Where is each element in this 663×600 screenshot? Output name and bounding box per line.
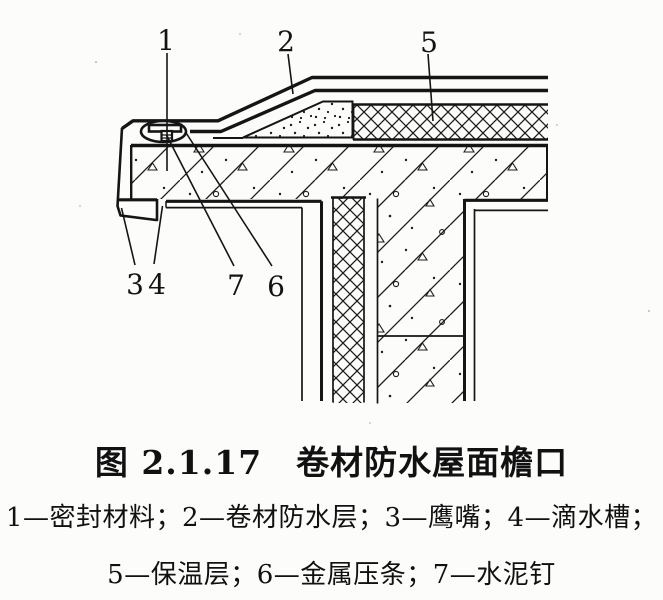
right-ceiling: [464, 198, 548, 212]
callout-number-3: 3: [126, 268, 144, 301]
eave-detail-diagram: 1 2 5 3 4 7 6: [79, 24, 650, 424]
slab-outline: [130, 143, 548, 200]
leader-line-6: [184, 131, 273, 267]
concrete-slab-and-wall: [131, 146, 548, 403]
figure-legend-line-2: 5—保温层；6—金属压条；7—水泥钉: [107, 560, 556, 590]
wall-section: [301, 196, 476, 404]
leader-lines: [120, 53, 434, 267]
callout-number-1: 1: [157, 24, 175, 57]
callout-number-2: 2: [277, 25, 295, 58]
leader-line-5: [427, 53, 434, 122]
leader-line-4: [153, 205, 164, 265]
leader-line-2: [287, 53, 294, 95]
left-ceiling: [166, 199, 322, 209]
callout-numbers: 1 2 5 3 4 7 6: [126, 24, 438, 303]
callout-number-6: 6: [267, 270, 285, 303]
roof-insulation-layer: [352, 103, 548, 141]
leader-line-3: [120, 207, 136, 266]
callout-number-4: 4: [148, 268, 166, 301]
sealant-and-batten: [139, 119, 188, 144]
mortar-wedge: [213, 100, 354, 139]
figure-caption-title: 图 2.1.17 卷材防水屋面檐口: [94, 443, 569, 482]
wall-insulation-strip: [333, 198, 364, 403]
figure-legend-line-1: 1—密封材料；2—卷材防水层；3—鹰嘴；4—滴水槽；: [5, 503, 658, 533]
callout-number-7: 7: [227, 269, 245, 302]
callout-number-5: 5: [420, 26, 438, 59]
scan-speckles: [79, 33, 650, 424]
leader-line-7: [165, 134, 235, 267]
